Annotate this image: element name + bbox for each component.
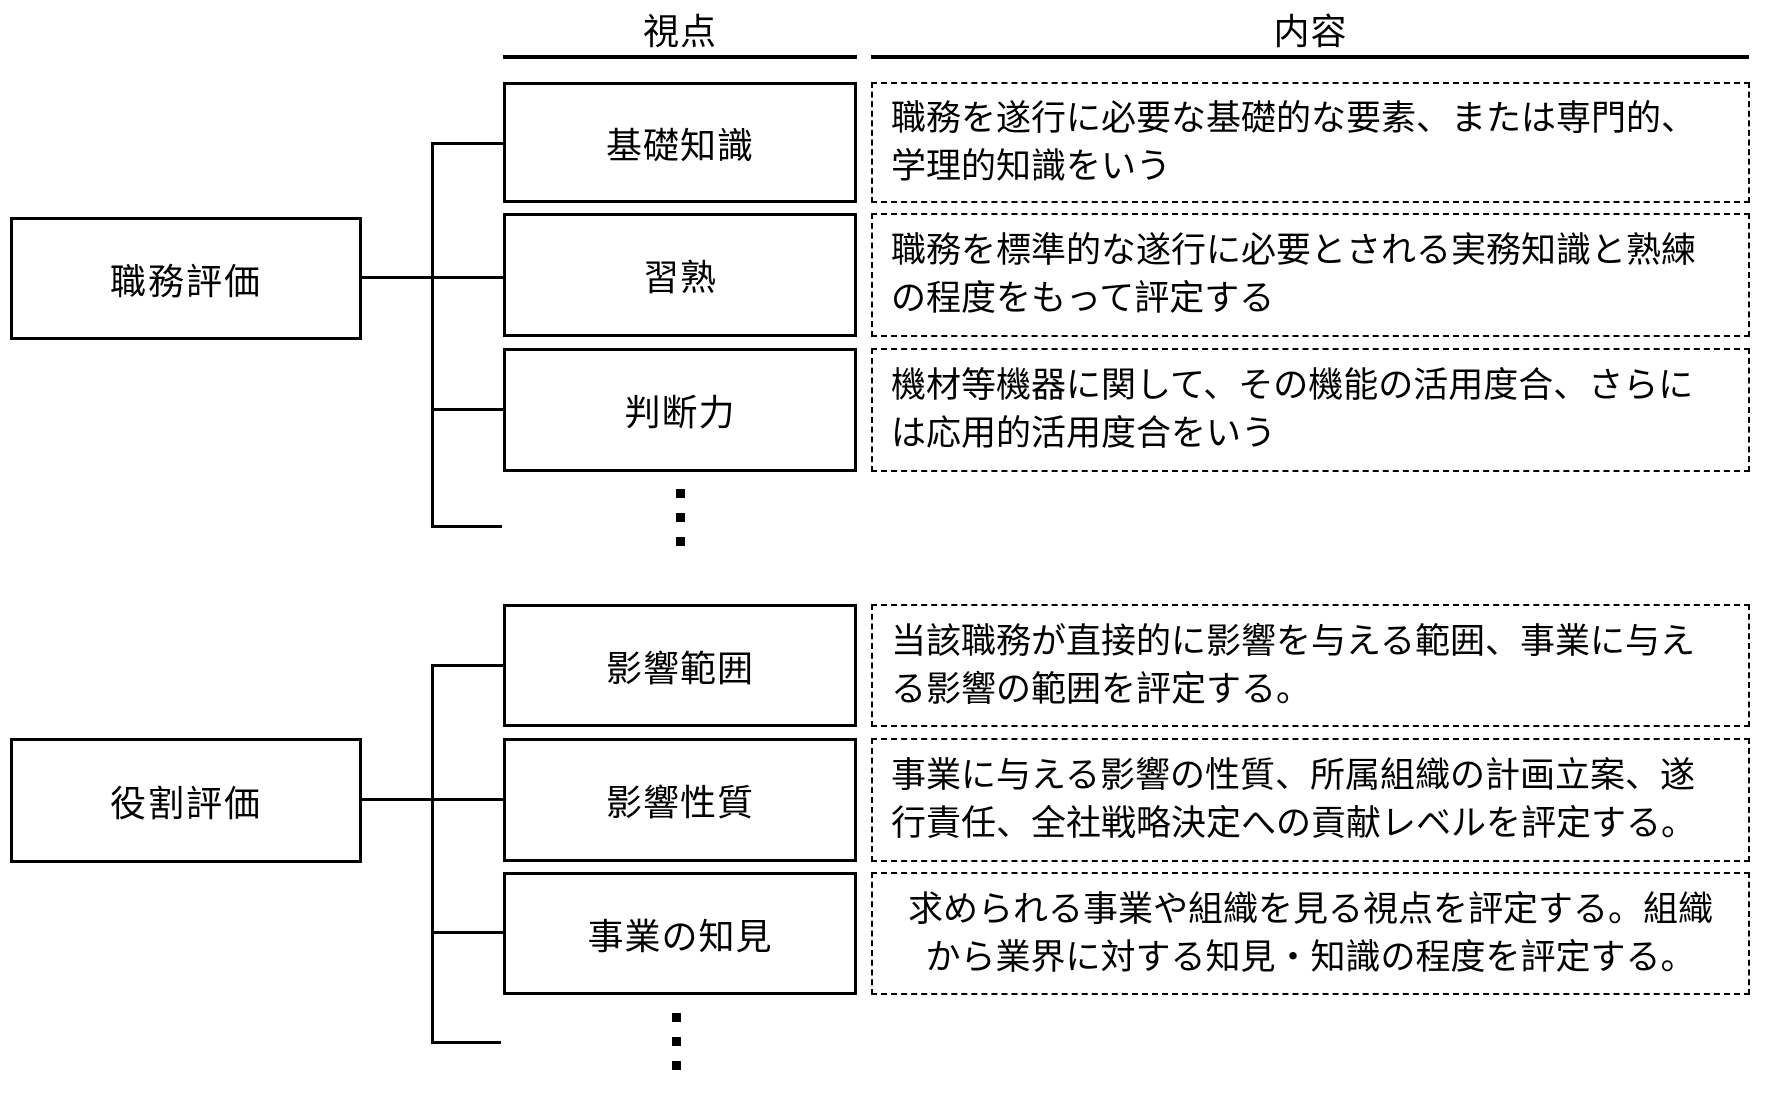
group-2-bottom-stub-line xyxy=(431,1041,501,1044)
ellipsis-dot xyxy=(676,513,685,522)
g1-vertical-ellipsis xyxy=(676,489,685,546)
g1-row2-label-box: 習熟 xyxy=(503,213,857,337)
g2-vertical-ellipsis xyxy=(672,1013,681,1070)
ellipsis-dot xyxy=(672,1037,681,1046)
column-header-viewpoint: 視点 xyxy=(642,11,717,52)
viewpoint-header-underline xyxy=(503,55,857,59)
g2-row1-desc-box: 当該職務が直接的に影響を与える範囲、事業に与える影響の範囲を評定する。 xyxy=(871,604,1750,727)
group-2-root-connector-line xyxy=(362,798,503,801)
content-header-underline xyxy=(871,55,1749,59)
ellipsis-dot xyxy=(672,1061,681,1070)
group-1-branch-line-row1 xyxy=(432,142,503,145)
g1-row1-desc-box: 職務を遂行に必要な基礎的な要素、または専門的、学理的知識をいう xyxy=(871,82,1750,203)
group-1-root-connector-line xyxy=(362,276,503,279)
group-2-root-box: 役割評価 xyxy=(10,738,362,863)
ellipsis-dot xyxy=(676,489,685,498)
group-1-bottom-stub-line xyxy=(431,525,502,528)
ellipsis-dot xyxy=(672,1013,681,1022)
column-header-content: 内容 xyxy=(1273,11,1348,52)
g1-row3-label-box: 判断力 xyxy=(503,348,857,472)
group-2-trunk-line xyxy=(431,664,434,1044)
g1-row2-desc-box: 職務を標準的な遂行に必要とされる実務知識と熟練の程度をもって評定する xyxy=(871,213,1750,337)
group-1-trunk-line xyxy=(431,142,434,528)
group-2-branch-line-row3 xyxy=(432,931,503,934)
g2-row3-label-box: 事業の知見 xyxy=(503,872,857,995)
group-2-branch-line-row1 xyxy=(432,664,503,667)
g2-row3-desc-box: 求められる事業や組織を見る視点を評定する。組織から業界に対する知見・知識の程度を… xyxy=(871,872,1750,995)
ellipsis-dot xyxy=(676,537,685,546)
group-1-branch-line-row3 xyxy=(432,408,503,411)
g2-row2-desc-box: 事業に与える影響の性質、所属組織の計画立案、遂行責任、全社戦略決定への貢献レベル… xyxy=(871,738,1750,862)
g1-row3-desc-box: 機材等機器に関して、その機能の活用度合、さらには応用的活用度合をいう xyxy=(871,348,1750,472)
g2-row2-label-box: 影響性質 xyxy=(503,738,857,862)
g2-row1-label-box: 影響範囲 xyxy=(503,604,857,727)
g1-row1-label-box: 基礎知識 xyxy=(503,82,857,203)
group-1-root-box: 職務評価 xyxy=(10,217,362,340)
